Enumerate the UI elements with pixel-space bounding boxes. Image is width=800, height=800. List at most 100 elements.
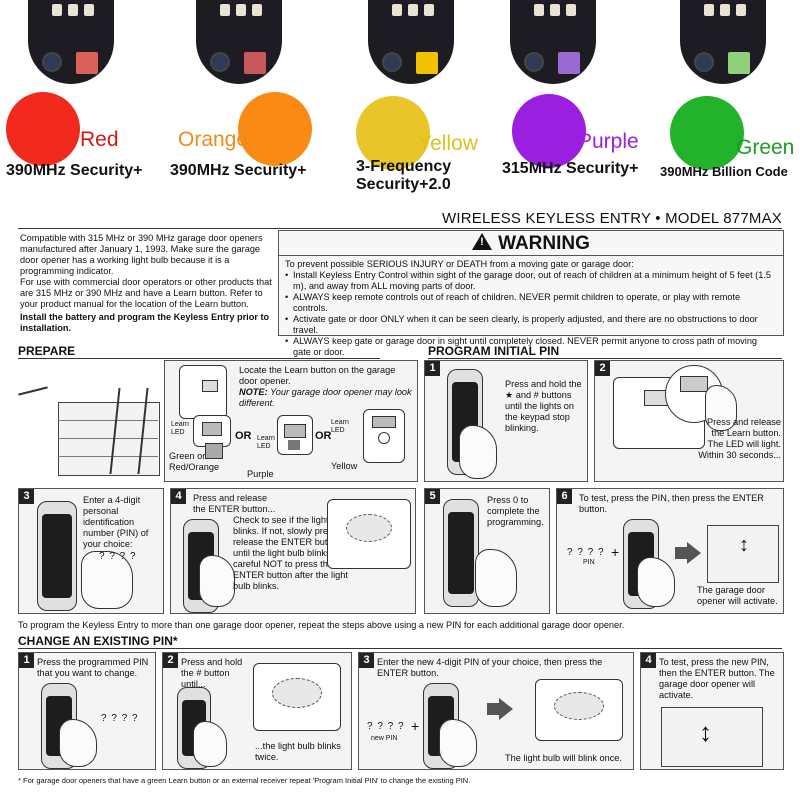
warning-item: Install Keyless Entry Control within sig… <box>285 270 777 292</box>
opener-board-image <box>680 0 766 84</box>
warning-item: ALWAYS keep remote controls out of reach… <box>285 292 777 314</box>
swatch-purple: Purple 315MHz Security+ <box>502 0 662 205</box>
frequency-label: 390MHz Security+ <box>6 162 143 179</box>
hand-image <box>637 557 675 607</box>
hand-image <box>439 719 477 767</box>
pin-entry: ? ? ? ? <box>367 721 405 732</box>
warning-item: ALWAYS keep gate or garage door in sight… <box>285 336 777 358</box>
step-text: Press and release the ENTER button... <box>193 493 276 514</box>
frequency-label: Security+2.0 <box>356 176 451 193</box>
arrow-right-icon <box>499 698 513 720</box>
program-step-5: 5 Press 0 to complete the programming. <box>424 488 550 614</box>
step-text: To test, press the new PIN, then the ENT… <box>659 657 775 700</box>
green-or-label: Green or Red/Orange <box>169 451 220 472</box>
change-step-2: 2 Press and hold the # button until... .… <box>162 652 352 770</box>
intro-text: Compatible with 315 MHz or 390 MHz garag… <box>20 233 272 334</box>
locate-learn-text: Locate the Learn button on the garage do… <box>239 365 396 386</box>
warning-item: Activate gate or door ONLY when it can b… <box>285 314 777 336</box>
intro-paragraph: Compatible with 315 MHz or 390 MHz garag… <box>20 233 263 276</box>
step-number: 1 <box>425 361 440 376</box>
or-label: OR <box>235 430 252 442</box>
hand-image <box>199 555 235 607</box>
hand-image <box>459 425 497 479</box>
footnote: * For garage door openers that have a gr… <box>18 776 471 785</box>
learn-led-label: Learn LED <box>257 435 275 450</box>
program-step-3: 3 Enter a 4-digit personal identificatio… <box>18 488 164 614</box>
garage-opener-image <box>179 365 227 419</box>
up-down-arrow-icon: ↕ <box>699 717 712 747</box>
hand-image <box>193 721 227 767</box>
garage-door <box>707 525 779 583</box>
frequency-label: 390MHz Security+ <box>170 162 307 179</box>
opener-board-image <box>510 0 596 84</box>
change-pin-heading: CHANGE AN EXISTING PIN* <box>18 634 178 648</box>
prepare-heading: PREPARE <box>18 344 76 358</box>
color-dot <box>356 96 430 170</box>
intro-paragraph: For use with commercial door operators o… <box>20 277 272 309</box>
step-text: Press the programmed PIN that you want t… <box>37 657 149 678</box>
color-name: Green <box>736 136 795 159</box>
plus-sign: + <box>411 718 420 734</box>
prepare-panel: Locate the Learn button on the garage do… <box>164 360 418 482</box>
swatch-red: Red 390MHz Security+ <box>0 0 160 205</box>
frequency-label: 390MHz Billion Code <box>660 164 788 179</box>
opener-board-image <box>28 0 114 84</box>
purple-label: Purple <box>247 469 274 479</box>
new-pin-label: new PIN <box>371 735 398 742</box>
yellow-label: Yellow <box>331 461 358 471</box>
change-step-4: 4 To test, press the new PIN, then the E… <box>640 652 784 770</box>
warning-heading: WARNING <box>279 231 783 256</box>
arrow-right-icon <box>687 542 701 564</box>
warning-triangle-icon <box>472 233 493 250</box>
color-dot <box>512 94 586 168</box>
keypad-image <box>443 499 479 607</box>
program-step-2: 2 Press and release the Learn button. Th… <box>594 360 784 482</box>
hand-image <box>59 719 97 767</box>
keypad-image <box>37 501 77 611</box>
step-text: ...the light bulb blinks twice. <box>255 741 341 762</box>
learn-button-image <box>205 443 223 459</box>
title-rule <box>18 228 782 229</box>
frequency-label: 3-Frequency <box>356 158 452 175</box>
learn-button-swatch <box>244 52 266 74</box>
step-number: 2 <box>163 653 178 668</box>
garage-illustration <box>18 380 168 480</box>
change-step-3: 3 Enter the new 4-digit PIN of your choi… <box>358 652 634 770</box>
warning-intro: To prevent possible SERIOUS INJURY or DE… <box>285 259 634 269</box>
step-result: The garage door opener will activate. <box>697 585 778 606</box>
color-name: Orange <box>178 128 249 151</box>
color-dot <box>6 92 80 166</box>
step-text: To test, press the PIN, then press the E… <box>579 493 764 514</box>
up-down-arrow-icon: ↕ <box>739 534 749 556</box>
multi-opener-note: To program the Keyless Entry to more tha… <box>18 620 625 630</box>
learn-button-swatch <box>76 52 98 74</box>
manual-title: WIRELESS KEYLESS ENTRY • MODEL 877MAX <box>442 210 782 227</box>
step-text: Press and hold the # button until... <box>181 657 243 689</box>
garage-opener-lit-image <box>327 499 411 569</box>
hand-image <box>705 385 737 431</box>
learn-button-swatch <box>416 52 438 74</box>
learn-panel-purple <box>277 415 313 455</box>
garage-opener-lit-image <box>253 663 341 731</box>
step-result: The light bulb will blink once. <box>505 753 622 763</box>
pin-label: PIN <box>583 559 595 566</box>
step-text: Enter a 4-digit personal identification … <box>83 495 149 549</box>
color-dot <box>238 92 312 166</box>
color-name: Purple <box>578 130 639 153</box>
step-number: 6 <box>557 489 572 504</box>
swatch-yellow: Yellow 3-Frequency Security+2.0 <box>352 0 512 205</box>
program-step-1: 1 Press and hold the ★ and # buttons unt… <box>424 360 588 482</box>
opener-board-image <box>196 0 282 84</box>
color-dot <box>670 96 744 170</box>
step-number: 2 <box>595 361 610 376</box>
change-step-1: 1 Press the programmed PIN that you want… <box>18 652 156 770</box>
garage-opener-lit-image <box>535 679 623 741</box>
or-label: OR <box>315 430 332 442</box>
garage-door <box>58 402 160 476</box>
program-heading: PROGRAM INITIAL PIN <box>428 344 560 358</box>
pin-entry: ? ? ? ? <box>101 713 139 724</box>
step-number: 3 <box>19 489 34 504</box>
step-text: Enter the new 4-digit PIN of your choice… <box>377 657 603 678</box>
intro-install-note: Install the battery and program the Keyl… <box>20 312 270 333</box>
program-step-6: 6 To test, press the PIN, then press the… <box>556 488 784 614</box>
